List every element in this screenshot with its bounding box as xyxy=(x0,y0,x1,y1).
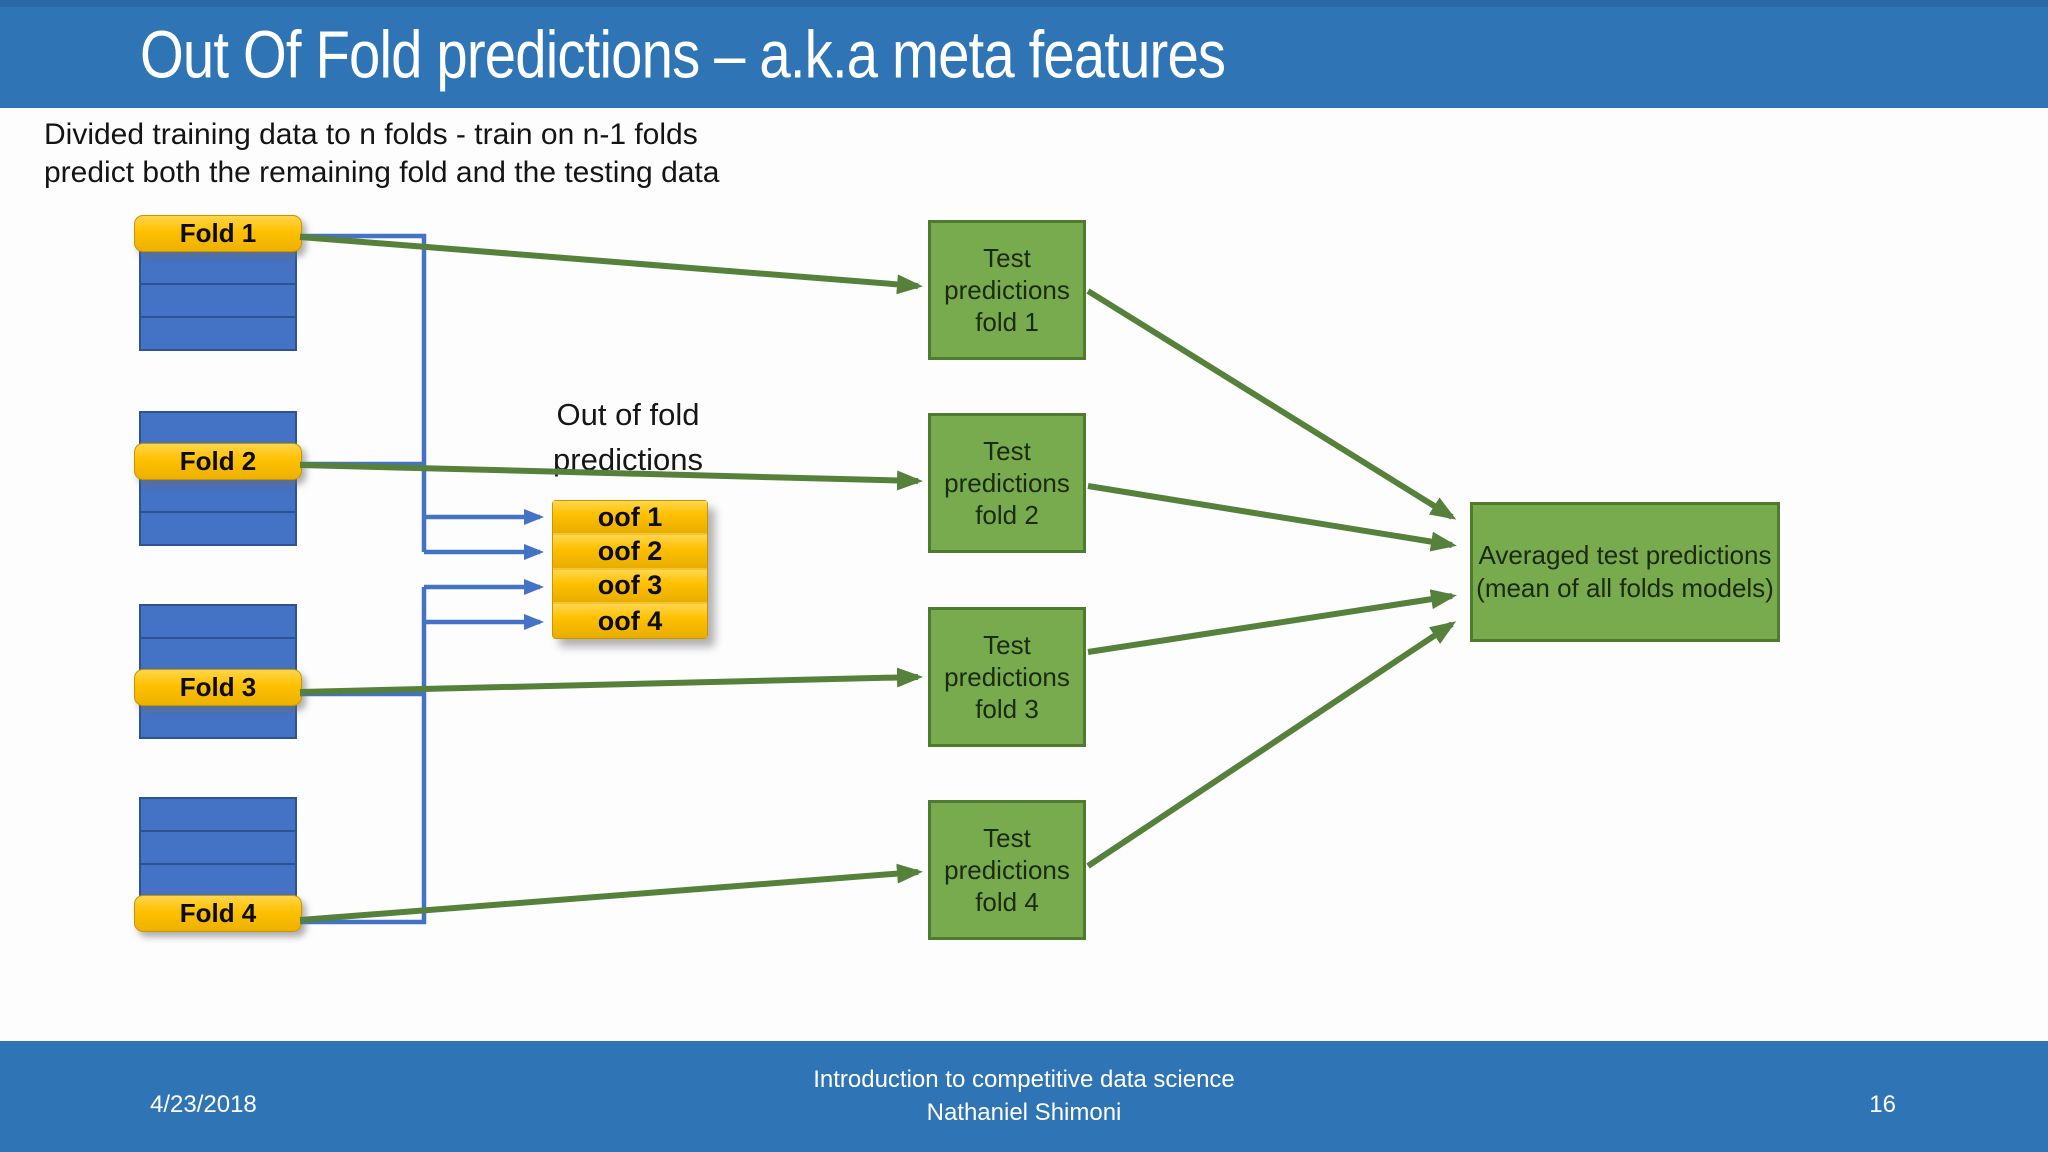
oof-4-row: oof 4 xyxy=(553,603,707,639)
oof-stack: oof 1 oof 2 oof 3 oof 4 xyxy=(552,500,708,640)
subtitle-line-1: Divided training data to n folds - train… xyxy=(44,118,698,151)
fold-1-stack: Fold 1 xyxy=(134,215,302,351)
fold-2-train-row xyxy=(139,411,297,446)
fold-2-stack: Fold 2 xyxy=(134,411,302,546)
test-box-line: Test xyxy=(983,630,1031,660)
footer-course-title: Introduction to competitive data science xyxy=(813,1066,1235,1093)
test-box-line: Test xyxy=(983,823,1031,853)
test-box-line: Test xyxy=(983,436,1031,466)
subtitle: Divided training data to n folds - train… xyxy=(44,116,719,192)
fold-1-train-row xyxy=(139,316,297,351)
test-box-line: Test xyxy=(983,243,1031,273)
fold-4-label: Fold 4 xyxy=(134,895,302,932)
averaged-test-predictions-box: Averaged test predictions (mean of all f… xyxy=(1470,502,1780,642)
test-box-line: fold 3 xyxy=(975,694,1039,724)
subtitle-line-2: predict both the remaining fold and the … xyxy=(44,156,720,189)
test-1-to-averaged-arrow xyxy=(1086,288,1457,520)
fold-1-train-row xyxy=(139,283,297,318)
test-box-line: fold 2 xyxy=(975,500,1039,530)
fold-1-oof-bracket xyxy=(300,233,427,552)
oof-caption-line-1: Out of fold xyxy=(556,397,700,432)
test-box-line: fold 1 xyxy=(975,307,1039,337)
test-box-line: predictions xyxy=(944,275,1070,305)
fold-3-stack: Fold 3 xyxy=(134,604,302,739)
fold-1-train-row xyxy=(139,250,297,285)
test-predictions-fold-3-box: Test predictions fold 3 xyxy=(928,607,1086,747)
test-predictions-fold-1-box: Test predictions fold 1 xyxy=(928,220,1086,360)
averaged-box-line-1: Averaged test predictions xyxy=(1478,540,1772,570)
fold-2-label: Fold 2 xyxy=(134,443,302,480)
test-box-line: fold 4 xyxy=(975,887,1039,917)
fold-4-oof-bracket xyxy=(300,587,427,925)
fold-4-stack: Fold 4 xyxy=(134,797,302,932)
oof-caption: Out of fold predictions xyxy=(498,392,758,482)
fold-3-to-test-arrow xyxy=(299,667,923,695)
fold-4-train-row xyxy=(139,797,297,832)
footer-page-number: 16 xyxy=(1869,1091,1896,1118)
oof-2-row: oof 2 xyxy=(553,535,707,570)
test-box-line: predictions xyxy=(944,662,1070,692)
footer-bar: 4/23/2018 Introduction to competitive da… xyxy=(0,1041,2048,1152)
footer-author: Nathaniel Shimoni xyxy=(926,1099,1122,1126)
oof-1-row: oof 1 xyxy=(553,501,707,536)
fold-4-to-test-arrow xyxy=(299,863,923,923)
fold-3-train-row xyxy=(139,637,297,672)
fold-1-to-test-arrow xyxy=(299,234,923,295)
fold-2-train-row xyxy=(139,478,297,513)
slide-title: Out Of Fold predictions – a.k.a meta fea… xyxy=(140,16,1226,92)
test-to-averaged-arrows xyxy=(1086,288,1457,869)
test-3-to-averaged-arrow xyxy=(1087,589,1457,655)
fold-3-train-row xyxy=(139,604,297,639)
oof-caption-line-2: predictions xyxy=(553,442,703,477)
fold-3-train-row xyxy=(139,704,297,739)
fold-1-label: Fold 1 xyxy=(134,215,302,252)
fold-2-train-row xyxy=(139,511,297,546)
title-bar: Out Of Fold predictions – a.k.a meta fea… xyxy=(0,0,2048,108)
oof-bracket-lines xyxy=(300,233,544,925)
fold-4-train-row xyxy=(139,830,297,865)
fold-4-train-row xyxy=(139,863,297,898)
test-box-line: predictions xyxy=(944,855,1070,885)
test-2-to-averaged-arrow xyxy=(1087,483,1457,552)
test-box-line: predictions xyxy=(944,468,1070,498)
footer-date: 4/23/2018 xyxy=(150,1091,257,1118)
averaged-box-line-2: (mean of all folds models) xyxy=(1476,573,1774,603)
fold-3-label: Fold 3 xyxy=(134,669,302,706)
test-4-to-averaged-arrow xyxy=(1086,621,1457,869)
test-predictions-fold-4-box: Test predictions fold 4 xyxy=(928,800,1086,940)
footer-course-info: Introduction to competitive data science… xyxy=(0,1063,2048,1129)
oof-3-row: oof 3 xyxy=(553,569,707,604)
test-predictions-fold-2-box: Test predictions fold 2 xyxy=(928,413,1086,553)
